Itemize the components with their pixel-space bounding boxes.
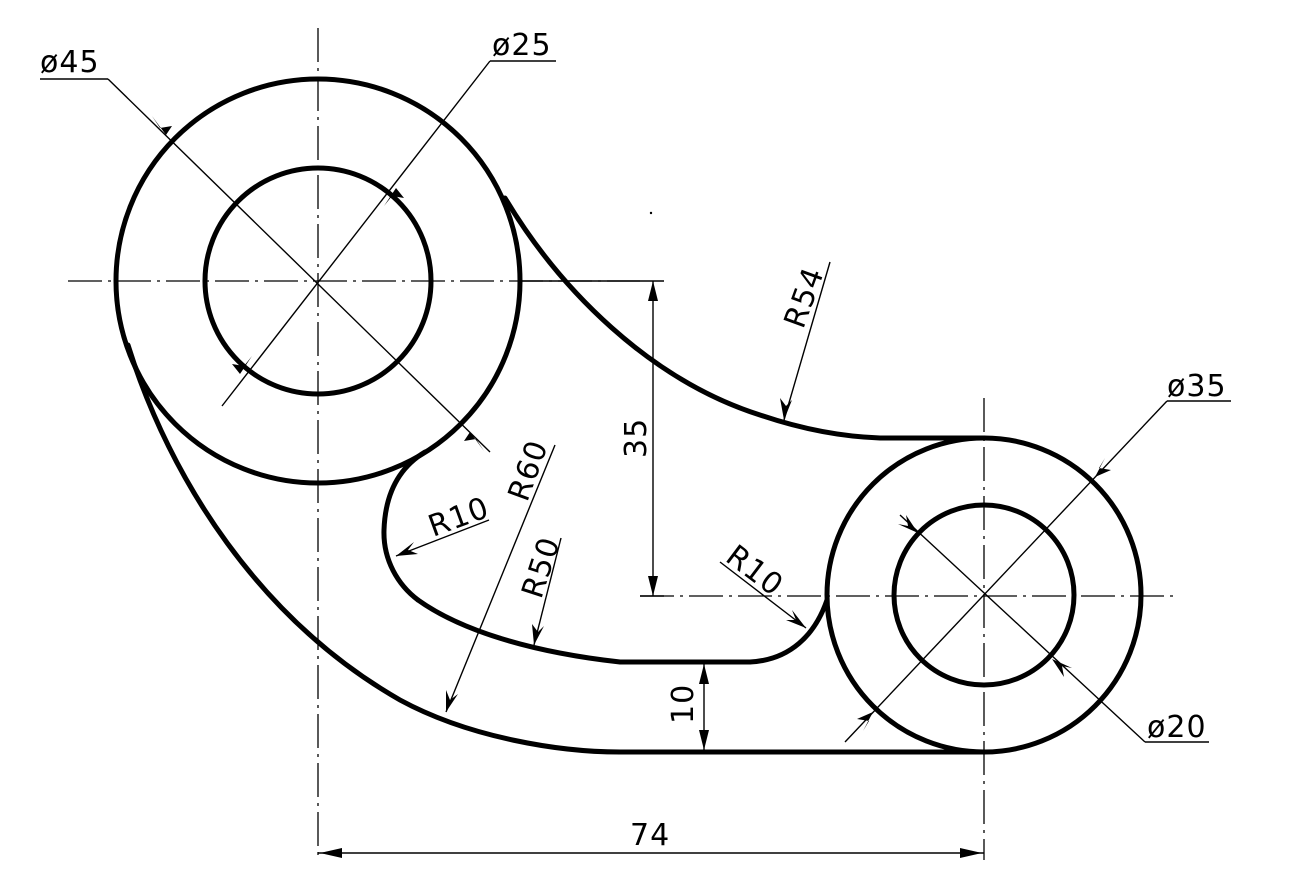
r10-right-leader bbox=[719, 561, 807, 629]
d35-leader bbox=[844, 400, 1168, 743]
dimension-r50: R50 bbox=[515, 533, 568, 646]
dimension-35-vertical: 35 bbox=[520, 280, 664, 597]
r54-arrow bbox=[780, 398, 792, 420]
v35-label: 35 bbox=[619, 418, 654, 458]
r10-right-label: R10 bbox=[719, 538, 790, 603]
dimension-r10-right: R10 bbox=[719, 538, 807, 629]
inner-fillet-r10-right bbox=[747, 597, 830, 665]
dimension-10-vertical: 10 bbox=[666, 662, 709, 752]
r10-left-label: R10 bbox=[424, 490, 494, 544]
r54-leader bbox=[783, 261, 831, 421]
right-inner-circle-d20 bbox=[891, 502, 1077, 688]
h74-arrow-left bbox=[320, 848, 342, 858]
d20-arrow-top bbox=[898, 515, 918, 533]
d20-label: ø20 bbox=[1147, 710, 1207, 745]
dimension-74-horizontal: 74 bbox=[318, 818, 984, 858]
inner-fillet-r10-left bbox=[381, 449, 428, 603]
dimension-d35: ø35 bbox=[844, 369, 1231, 743]
d45-label: ø45 bbox=[40, 45, 100, 80]
v35-arrow-top bbox=[648, 281, 658, 301]
d45-arrow-top bbox=[152, 116, 172, 135]
inner-arc-r50 bbox=[415, 597, 753, 665]
r50-leader bbox=[533, 537, 562, 646]
v35-arrow-bottom bbox=[648, 576, 658, 596]
connecting-profile bbox=[125, 195, 987, 755]
stray-dot bbox=[649, 211, 653, 215]
v10-label: 10 bbox=[666, 684, 701, 724]
d35-arrow-bottom bbox=[857, 712, 873, 731]
r10-left-leader bbox=[395, 519, 490, 557]
r60-leader bbox=[445, 444, 556, 713]
r10-left-arrow bbox=[396, 542, 418, 556]
dimension-d20: ø20 bbox=[898, 514, 1209, 745]
d35-label: ø35 bbox=[1167, 369, 1227, 404]
v10-arrow-bottom bbox=[699, 730, 709, 750]
d25-leader bbox=[221, 60, 491, 407]
h74-arrow-right bbox=[960, 848, 982, 858]
h74-label: 74 bbox=[630, 818, 670, 853]
d45-arrow-bottom bbox=[464, 432, 484, 451]
d20-arrow-bottom bbox=[1052, 659, 1072, 677]
r60-arrow bbox=[446, 690, 458, 712]
dimension-d25: ø25 bbox=[221, 28, 556, 407]
dimension-d45: ø45 bbox=[40, 45, 491, 453]
upper-arc-r54 bbox=[502, 195, 987, 441]
outer-arc-r60 bbox=[125, 342, 987, 755]
dimension-r54: R54 bbox=[778, 261, 832, 421]
r54-label: R54 bbox=[778, 262, 832, 332]
d25-arrow-top bbox=[384, 188, 404, 206]
d45-leader bbox=[107, 78, 491, 453]
r50-arrow bbox=[532, 624, 544, 645]
r60-label: R60 bbox=[502, 435, 556, 505]
d35-arrow-top bbox=[1095, 458, 1111, 477]
d25-label: ø25 bbox=[492, 28, 552, 63]
r50-label: R50 bbox=[515, 533, 567, 603]
left-inner-circle-d25 bbox=[202, 165, 434, 397]
v10-arrow-top bbox=[699, 664, 709, 684]
r10-right-arrow bbox=[786, 610, 806, 628]
d20-leader bbox=[899, 514, 1146, 743]
d25-arrow-bottom bbox=[232, 356, 252, 374]
dimension-r10-left: R10 bbox=[395, 490, 494, 557]
